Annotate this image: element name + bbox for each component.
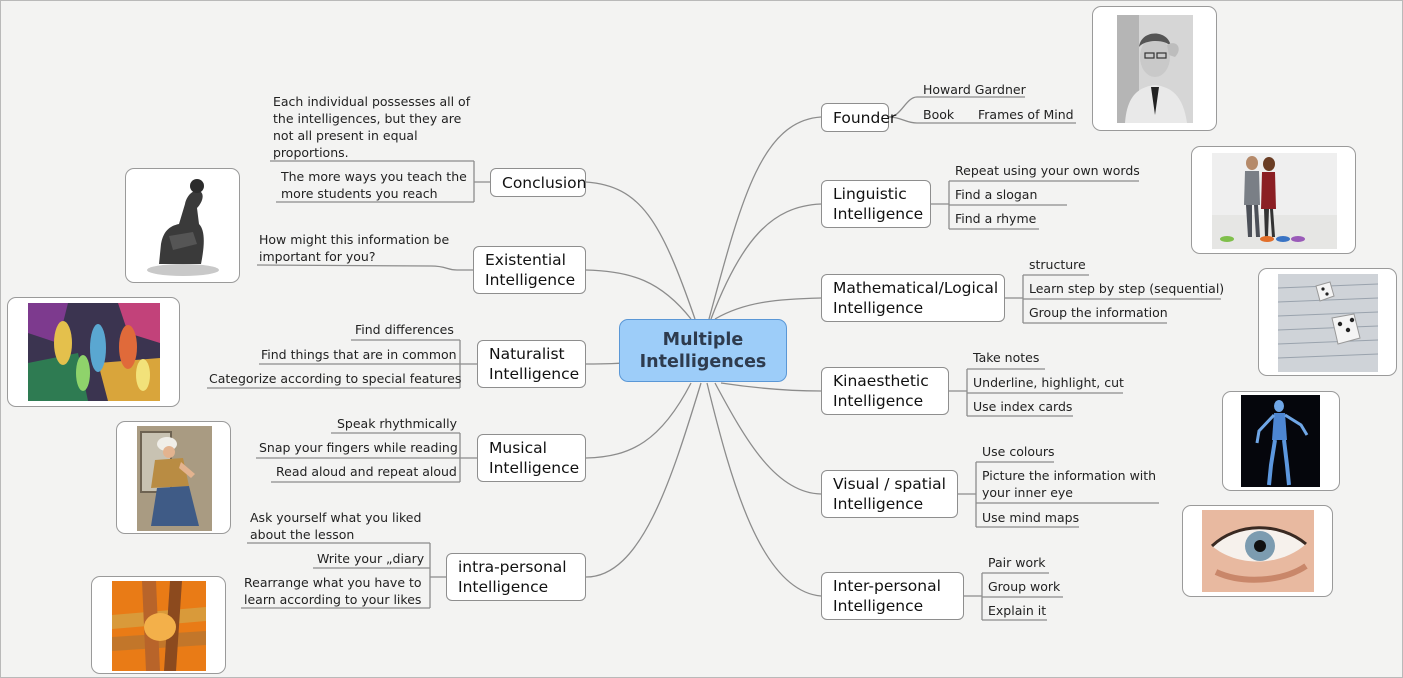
topic-label-line1: Kinaesthetic <box>833 372 929 390</box>
leaf-visual-2[interactable]: Picture the information with your inner … <box>982 467 1156 501</box>
joined-hands-graphic <box>112 581 206 671</box>
portrait-photo-graphic <box>1117 15 1193 123</box>
leaf-intrapersonal-3[interactable]: Rearrange what you have to learn accordi… <box>244 574 422 608</box>
topic-label-line1: Existential <box>485 251 566 269</box>
leaf-visual-3[interactable]: Use mind maps <box>982 510 1080 525</box>
central-topic[interactable]: Multiple Intelligences <box>619 319 787 382</box>
thinker-statue-image[interactable] <box>125 168 240 283</box>
topic-linguistic[interactable]: Linguistic Intelligence <box>821 180 931 228</box>
topic-label-line2: Intelligence <box>833 205 924 223</box>
leaf-naturalist-2[interactable]: Find things that are in common <box>261 347 457 362</box>
leaf-kinaesthetic-1[interactable]: Take notes <box>973 350 1040 365</box>
topic-naturalist[interactable]: Naturalist Intelligence <box>477 340 586 388</box>
topic-label-line2: Intelligence <box>485 271 576 289</box>
leaf-interpersonal-1[interactable]: Pair work <box>988 555 1046 570</box>
leaf-kinaesthetic-3[interactable]: Use index cards <box>973 399 1073 414</box>
girl-at-window-graphic <box>137 426 212 531</box>
eye-photo-graphic <box>1202 510 1314 592</box>
leaf-book[interactable]: Book <box>923 107 955 122</box>
leaf-naturalist-3[interactable]: Categorize according to special features <box>209 371 462 386</box>
leaf-line: not all present in equal <box>273 128 418 143</box>
dice-photo[interactable] <box>1258 268 1397 376</box>
topic-inter-personal[interactable]: Inter-personal Intelligence <box>821 572 964 620</box>
leaf-line: more students you reach <box>281 186 438 201</box>
leaf-intrapersonal-1[interactable]: Ask yourself what you liked about the le… <box>250 509 421 543</box>
topic-mathematical-logical[interactable]: Mathematical/Logical Intelligence <box>821 274 1005 322</box>
topic-label-line2: Intelligence <box>489 365 580 383</box>
eye-photo[interactable] <box>1182 505 1333 597</box>
leaf-linguistic-2[interactable]: Find a slogan <box>955 187 1038 202</box>
leaf-mathematical-3[interactable]: Group the information <box>1029 305 1168 320</box>
topic-conclusion[interactable]: Conclusion <box>490 168 586 197</box>
thinker-statue-graphic <box>139 174 227 278</box>
topic-label-line2: Intelligence <box>458 578 549 596</box>
topic-label: Founder <box>833 108 897 127</box>
leaf-mathematical-1[interactable]: structure <box>1029 257 1086 272</box>
central-title-line1: Multiple <box>662 329 744 350</box>
couple-photo[interactable] <box>1191 146 1356 254</box>
topic-founder[interactable]: Founder <box>821 103 897 132</box>
leaf-line: your inner eye <box>982 485 1073 500</box>
portrait-photo[interactable] <box>1092 6 1217 131</box>
leaf-frames-of-mind[interactable]: Frames of Mind <box>978 107 1074 122</box>
leaf-conclusion-1[interactable]: Each individual possesses all of the int… <box>273 93 470 161</box>
topic-kinaesthetic[interactable]: Kinaesthetic Intelligence <box>821 367 949 415</box>
dancers-painting-image[interactable] <box>7 297 180 407</box>
leaf-line: Each individual possesses all of <box>273 94 471 109</box>
topic-label-line2: Intelligence <box>833 299 924 317</box>
topic-intra-personal[interactable]: intra-personal Intelligence <box>446 553 586 601</box>
xray-figure-image[interactable] <box>1222 391 1340 491</box>
topic-label-line2: Intelligence <box>833 597 924 615</box>
topic-label-line2: Intelligence <box>833 495 924 513</box>
dancers-painting-graphic <box>28 303 160 401</box>
leaf-musical-1[interactable]: Speak rhythmically <box>337 416 458 431</box>
topic-label-line1: Linguistic <box>833 185 907 203</box>
topic-label-line1: Visual / spatial <box>833 475 946 493</box>
leaf-musical-2[interactable]: Snap your fingers while reading <box>259 440 458 455</box>
leaf-line: Rearrange what you have to <box>244 575 422 590</box>
topic-label-line2: Intelligence <box>489 459 580 477</box>
leaf-line: the intelligences, but they are <box>273 111 462 126</box>
leaf-line: The more ways you teach the <box>281 169 467 184</box>
leaf-howard-gardner[interactable]: Howard Gardner <box>923 82 1026 97</box>
leaf-mathematical-2[interactable]: Learn step by step (sequential) <box>1029 281 1225 296</box>
leaf-interpersonal-2[interactable]: Group work <box>988 579 1061 594</box>
leaf-conclusion-2[interactable]: The more ways you teach the more student… <box>281 168 467 202</box>
leaf-intrapersonal-2[interactable]: Write your „diary <box>317 551 425 566</box>
topic-label-line1: Musical <box>489 439 547 457</box>
topic-existential[interactable]: Existential Intelligence <box>473 246 586 294</box>
leaf-linguistic-1[interactable]: Repeat using your own words <box>955 163 1140 178</box>
leaf-kinaesthetic-2[interactable]: Underline, highlight, cut <box>973 375 1124 390</box>
central-title-line2: Intelligences <box>639 351 767 372</box>
leaf-linguistic-3[interactable]: Find a rhyme <box>955 211 1037 226</box>
leaf-line: Picture the information with <box>982 468 1157 483</box>
leaf-line: proportions. <box>273 145 349 160</box>
xray-figure-graphic <box>1241 395 1320 487</box>
topic-label: Conclusion <box>502 173 587 192</box>
leaf-naturalist-1[interactable]: Find differences <box>355 322 454 337</box>
couple-photo-graphic <box>1212 153 1337 249</box>
topic-label-line1: Inter-personal <box>833 577 941 595</box>
leaf-interpersonal-3[interactable]: Explain it <box>988 603 1047 618</box>
leaf-line: important for you? <box>259 249 376 264</box>
leaf-visual-1[interactable]: Use colours <box>982 444 1055 459</box>
girl-at-window-painting-image[interactable] <box>116 421 231 534</box>
leaf-line: about the lesson <box>250 527 355 542</box>
dice-photo-graphic <box>1278 274 1378 372</box>
leaf-line: learn according to your likes <box>244 592 422 607</box>
topic-label-line1: Naturalist <box>489 345 565 363</box>
leaf-existential-1[interactable]: How might this information be important … <box>259 231 449 265</box>
leaf-musical-3[interactable]: Read aloud and repeat aloud <box>276 464 457 479</box>
topic-label-line1: intra-personal <box>458 558 567 576</box>
topic-visual-spatial[interactable]: Visual / spatial Intelligence <box>821 470 958 518</box>
joined-hands-image[interactable] <box>91 576 226 674</box>
topic-musical[interactable]: Musical Intelligence <box>477 434 586 482</box>
topic-label-line1: Mathematical/Logical <box>833 279 999 297</box>
leaf-line: Ask yourself what you liked <box>250 510 422 525</box>
leaf-line: How might this information be <box>259 232 450 247</box>
topic-label-line2: Intelligence <box>833 392 924 410</box>
